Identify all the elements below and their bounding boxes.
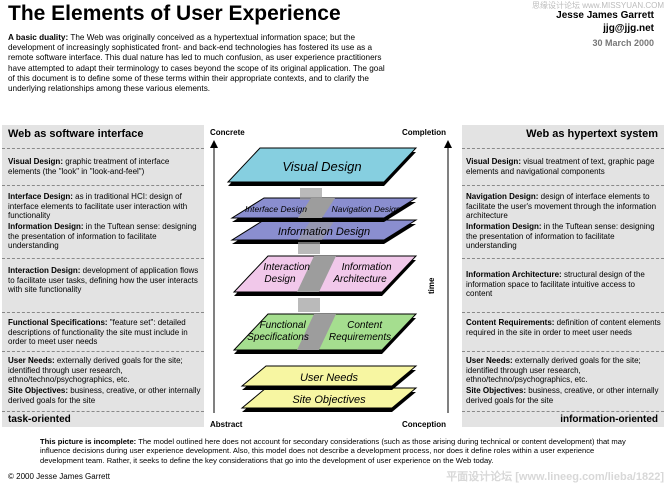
left-item-information-design: Information Design: in the Tuftean sense… xyxy=(8,222,197,251)
right-panel: Web as hypertext system Visual Design: v… xyxy=(462,125,664,427)
left-item-interaction-design: Interaction Design: development of appli… xyxy=(8,266,199,295)
copyright: © 2000 Jesse James Garrett xyxy=(8,472,110,481)
visual-design-plane xyxy=(226,147,418,183)
skeleton-divider xyxy=(298,198,335,218)
footnote-lead: This picture is incomplete: xyxy=(40,437,137,446)
time-label: time xyxy=(427,277,436,294)
right-item-content-requirements: Content Requirements: definition of cont… xyxy=(466,318,661,337)
right-panel-title: Web as hypertext system xyxy=(526,128,658,140)
intro-lead: A basic duality: xyxy=(8,33,69,42)
user-needs-label: User Needs xyxy=(300,372,359,384)
left-item-visual-design: Visual Design: graphic treatment of inte… xyxy=(8,157,170,176)
page-title: The Elements of User Experience xyxy=(8,2,341,25)
footnote-text: The model outlined here does not account… xyxy=(40,437,626,465)
left-panel-title: Web as software interface xyxy=(8,128,144,140)
intro-paragraph: A basic duality: The Web was originally … xyxy=(8,33,388,94)
interaction-design-label: Interaction Design xyxy=(263,262,312,285)
site-objectives-label: Site Objectives xyxy=(292,394,366,406)
abstract-label: Abstract xyxy=(210,420,243,429)
layers-diagram: Concrete Abstract Completion Conception … xyxy=(210,128,452,429)
right-item-information-architecture: Information Architecture: structural des… xyxy=(466,270,645,299)
completion-label: Completion xyxy=(402,128,446,137)
right-item-visual-design: Visual Design: visual treatment of text,… xyxy=(466,157,655,176)
navigation-design-label: Navigation Design xyxy=(332,204,401,214)
left-item-functional-specifications: Functional Specifications: "feature set"… xyxy=(8,318,188,347)
structure-divider xyxy=(297,256,336,292)
left-panel: Web as software interface Visual Design:… xyxy=(2,125,204,427)
user-needs-plane xyxy=(240,365,418,387)
right-item-information-design: Information Design: in the Tuftean sense… xyxy=(466,222,655,251)
information-design-label: Information Design xyxy=(278,226,370,238)
right-item-navigation-design: Navigation Design: design of interface e… xyxy=(466,192,657,221)
conception-label: Conception xyxy=(402,420,446,429)
information-architecture-label: Information Architecture xyxy=(332,262,394,285)
right-panel-footer: information-oriented xyxy=(560,414,658,425)
left-item-interface-design: Interface Design: as in traditional HCI:… xyxy=(8,192,188,221)
footnote: This picture is incomplete: The model ou… xyxy=(40,437,630,465)
left-item-user-needs: User Needs: externally derived goals for… xyxy=(8,356,183,385)
intro-text: The Web was originally conceived as a hy… xyxy=(8,33,385,94)
scope-divider xyxy=(297,314,336,350)
left-panel-footer: task-oriented xyxy=(8,414,71,425)
concrete-label: Concrete xyxy=(210,128,245,137)
content-requirements-label: Content Requirements xyxy=(329,320,391,343)
left-item-site-objectives: Site Objectives: business, creative, or … xyxy=(8,386,201,405)
publish-date: 30 March 2000 xyxy=(592,38,654,48)
author-email-link[interactable]: jjg@jjg.net xyxy=(603,23,654,34)
author-name: Jesse James Garrett xyxy=(556,10,654,21)
functional-specifications-label: Functional Specifications xyxy=(247,320,309,343)
watermark-top: 思缘设计论坛 www.MISSYUAN.COM xyxy=(531,1,664,10)
watermark-bottom: 平面设计论坛 [www.lineeg.com/lieba/1822] xyxy=(446,471,664,483)
right-item-site-objectives: Site Objectives: business, creative, or … xyxy=(466,386,659,405)
visual-design-label: Visual Design xyxy=(282,159,361,174)
site-objectives-plane xyxy=(240,387,418,409)
right-item-user-needs: User Needs: externally derived goals for… xyxy=(466,356,641,385)
interface-design-label: Interface Design xyxy=(245,204,307,214)
